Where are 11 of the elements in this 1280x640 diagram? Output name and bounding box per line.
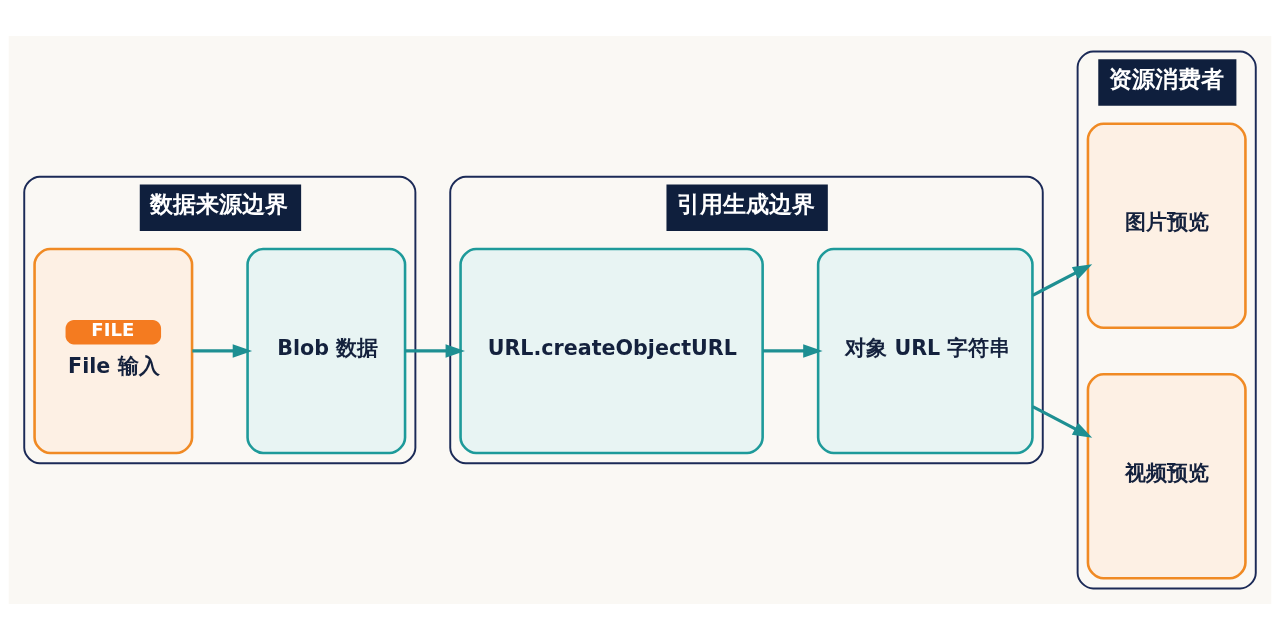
node-box: 视频预览 [1086,372,1247,580]
arrow [1031,405,1093,438]
node-box: 图片预览 [1086,122,1247,330]
arrow [192,344,253,358]
node-box: URL.createObjectURL [459,247,764,455]
node-box: FILE File 输入 [33,247,194,455]
arrow [762,344,823,358]
node-box: 对象 URL 字符串 [816,247,1034,455]
arrow [1031,264,1093,297]
node-box: Blob 数据 [246,247,407,455]
arrow [405,344,465,358]
